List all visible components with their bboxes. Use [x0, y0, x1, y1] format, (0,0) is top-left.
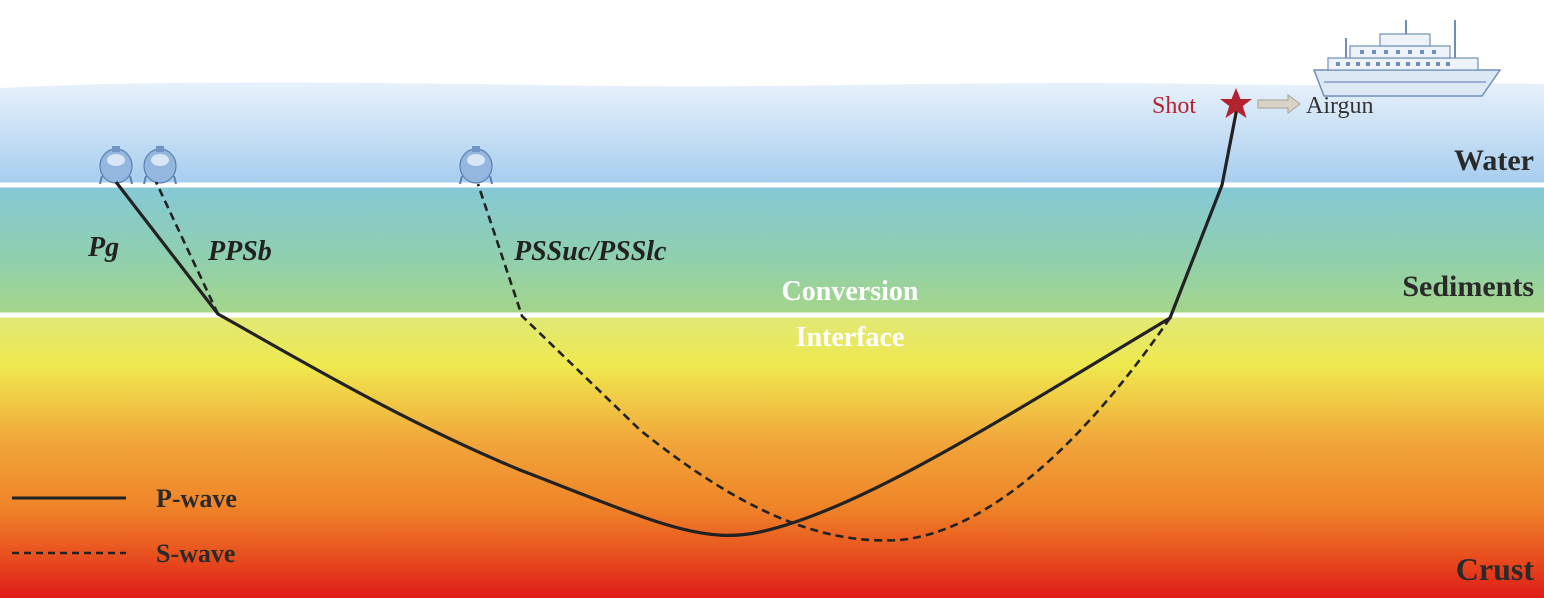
- water-layer-label: Water: [1454, 144, 1534, 177]
- legend: P-wave S-wave: [12, 484, 237, 568]
- s-wave-ray-pss: [476, 183, 1172, 542]
- sediments-layer-label: Sediments: [1402, 270, 1534, 303]
- shot-star-icon: [1220, 88, 1252, 118]
- ocean-bottom-seismometer-icon: [99, 146, 133, 185]
- legend-p-wave-label: P-wave: [156, 484, 237, 513]
- phase-label-ppsb: PPSb: [207, 236, 272, 267]
- airgun-label: Airgun: [1306, 93, 1374, 119]
- p-wave-ray: [114, 107, 1239, 538]
- s-wave-ray-ppsb: [154, 181, 220, 315]
- crust-layer-label: Crust: [1456, 551, 1535, 587]
- phase-label-pss: PSSuc/PSSlc: [513, 236, 667, 267]
- water-layer: [0, 82, 1544, 184]
- conversion-interface-label-line1: Conversion: [782, 276, 919, 307]
- ocean-bottom-seismometer-icon: [459, 146, 493, 185]
- sediment-layer: [0, 184, 1544, 314]
- airgun-arrow-icon: [1257, 94, 1301, 114]
- crust-layer: [0, 314, 1544, 598]
- legend-s-wave-label: S-wave: [156, 539, 235, 568]
- ocean-bottom-seismometer-icon: [143, 146, 177, 185]
- shot-label: Shot: [1152, 93, 1196, 119]
- conversion-interface-label-line2: Interface: [796, 322, 905, 353]
- phase-label-pg: Pg: [87, 232, 119, 263]
- research-vessel-icon: [1312, 20, 1502, 97]
